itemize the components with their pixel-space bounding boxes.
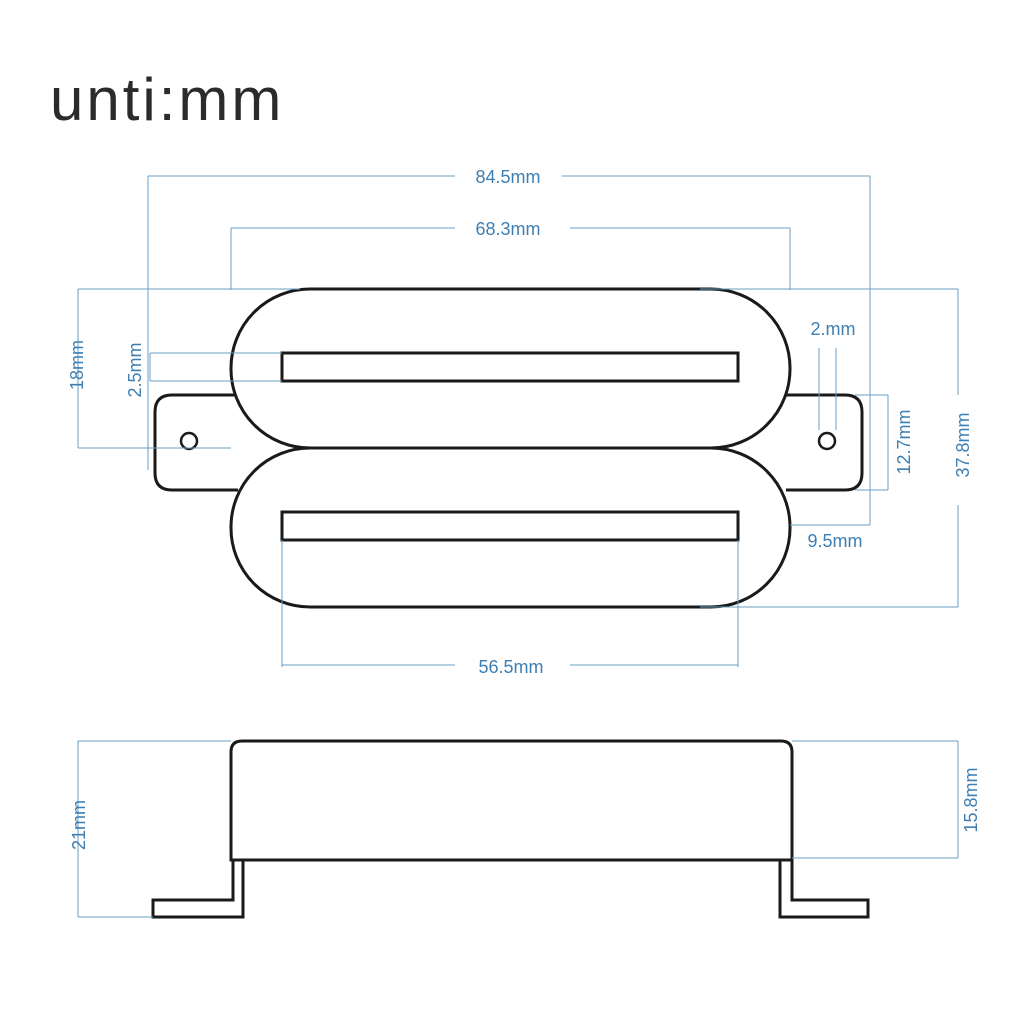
bobbin-height-label: 18mm — [67, 340, 87, 390]
left-mounting-hole — [179, 431, 199, 451]
top-bobbin — [229, 287, 792, 450]
side-view-dimensions: 21mm 15.8mm — [69, 740, 981, 918]
bottom-bobbin — [229, 446, 792, 609]
unit-title: unti:mm — [50, 66, 284, 133]
side-view — [151, 739, 870, 919]
left-foot — [151, 860, 245, 919]
right-mounting-hole — [817, 431, 837, 451]
overall-width-label: 84.5mm — [475, 167, 540, 187]
side-cover — [229, 739, 794, 862]
right-foot — [778, 860, 870, 919]
total-height-label: 21mm — [69, 800, 89, 850]
tab-height-label: 12.7mm — [894, 409, 914, 474]
bottom-blade-rail — [280, 510, 740, 542]
right-mounting-tab — [786, 393, 864, 492]
top-view-dimensions: 84.5mm 68.3mm 18mm 2.5mm 2.mm 12.7mm 9.5… — [67, 167, 973, 677]
top-blade-rail — [280, 351, 740, 383]
overall-length-label: 37.8mm — [953, 412, 973, 477]
left-mounting-tab — [153, 393, 238, 492]
tab-offset-label: 9.5mm — [807, 531, 862, 551]
rail-offset-label: 2.5mm — [125, 342, 145, 397]
cover-width-label: 68.3mm — [475, 219, 540, 239]
hole-diameter-label: 2.mm — [811, 319, 856, 339]
rail-length-label: 56.5mm — [478, 657, 543, 677]
top-view — [153, 287, 864, 609]
cover-height-label: 15.8mm — [961, 767, 981, 832]
